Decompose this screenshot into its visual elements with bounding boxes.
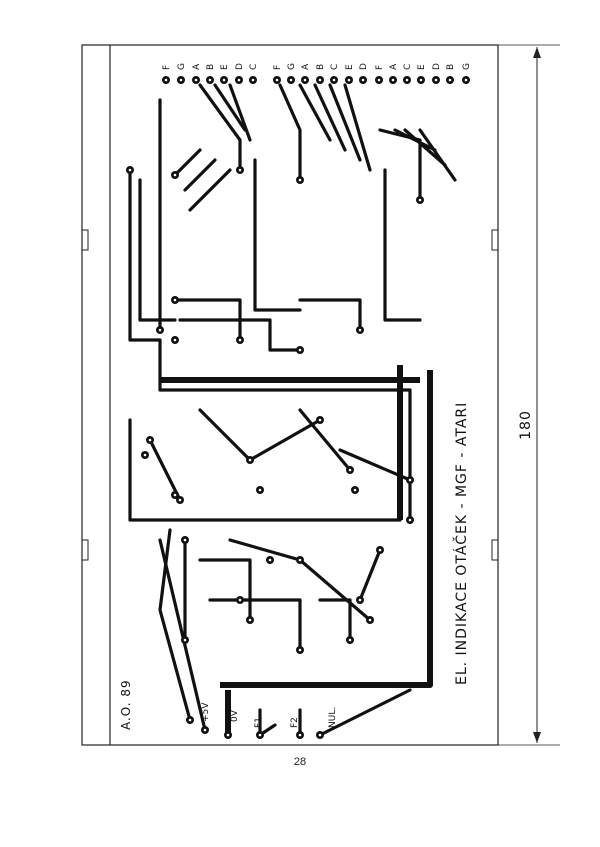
connector-label: C [403, 64, 413, 70]
board-outline [81, 44, 560, 746]
dimension-line: 180 [518, 47, 541, 743]
label-f1: F1 [254, 717, 264, 728]
pad-hole [148, 438, 152, 442]
pad-hole [348, 468, 352, 472]
pad-hole [128, 168, 132, 172]
pads [126, 166, 424, 739]
pad-hole [378, 548, 382, 552]
pad-hole [347, 78, 351, 82]
pad-hole [188, 718, 192, 722]
pad-hole [298, 348, 302, 352]
connector-label: G [177, 63, 187, 70]
pad-hole [358, 328, 362, 332]
connector-label: G [462, 63, 472, 70]
pad-hole [164, 78, 168, 82]
pad-hole [318, 418, 322, 422]
pad-hole [368, 618, 372, 622]
pad-hole [222, 78, 226, 82]
pad-hole [358, 598, 362, 602]
copper-traces [128, 83, 457, 737]
connector-label: G [287, 63, 297, 70]
pad-hole [332, 78, 336, 82]
pad-hole [173, 338, 177, 342]
connector-label: A [192, 63, 202, 70]
pad-hole [238, 338, 242, 342]
pad-hole [183, 638, 187, 642]
connector-label: F [162, 65, 172, 70]
pad-hole [275, 78, 279, 82]
pad-hole [237, 78, 241, 82]
pad-hole [238, 168, 242, 172]
pad-hole [298, 648, 302, 652]
label-f2: F2 [290, 717, 300, 728]
connector-label: F [273, 65, 283, 70]
pad-hole [298, 558, 302, 562]
pad-hole [258, 733, 262, 737]
pad-hole [361, 78, 365, 82]
pad-hole [203, 728, 207, 732]
pad-hole [405, 78, 409, 82]
pad-hole [408, 518, 412, 522]
connector-label: E [345, 64, 355, 70]
connector-label: A [301, 63, 311, 70]
pad-hole [448, 78, 452, 82]
label-nul: NUL. [328, 707, 338, 728]
pad-hole [318, 733, 322, 737]
pad-hole [226, 733, 230, 737]
connector-label: C [330, 64, 340, 70]
pad-hole [418, 198, 422, 202]
board-title: EL. INDIKACE OTÁČEK - MGF - ATARI [452, 402, 470, 685]
pad-hole [391, 78, 395, 82]
pad-hole [173, 173, 177, 177]
connector-label: D [235, 63, 245, 70]
connector-label: D [359, 63, 369, 70]
dimension-label: 180 [518, 410, 534, 440]
pad-hole [179, 78, 183, 82]
pad-hole [178, 498, 182, 502]
pad-hole [353, 488, 357, 492]
pad-hole [298, 178, 302, 182]
connector-label: B [446, 64, 456, 70]
pad-hole [303, 78, 307, 82]
connector-label: B [316, 64, 326, 70]
pad-hole [318, 78, 322, 82]
pad-hole [268, 558, 272, 562]
pad-hole [208, 78, 212, 82]
pad-hole [258, 488, 262, 492]
bottom-connector-labels: +5V 0V F1 F2 NUL. [201, 702, 338, 728]
pad-hole [434, 78, 438, 82]
pad-hole [464, 78, 468, 82]
connector-label: E [417, 64, 427, 70]
pad-hole [408, 478, 412, 482]
pad-hole [377, 78, 381, 82]
pad-hole [183, 538, 187, 542]
pad-hole [248, 618, 252, 622]
pad-hole [419, 78, 423, 82]
label-0v: 0V [230, 709, 240, 722]
pad-hole [158, 328, 162, 332]
pad-hole [251, 78, 255, 82]
pad-hole [173, 298, 177, 302]
pad-hole [248, 458, 252, 462]
connector-label: B [206, 64, 216, 70]
pad-hole [289, 78, 293, 82]
pad-hole [194, 78, 198, 82]
pad-hole [173, 493, 177, 497]
pad-hole [238, 598, 242, 602]
connector-label: C [249, 64, 259, 70]
pad-hole [298, 733, 302, 737]
connector-label: D [432, 63, 442, 70]
label-5v: +5V [201, 702, 211, 722]
pad-hole [348, 638, 352, 642]
page-number: 28 [293, 756, 307, 768]
author-mark: A.O. 89 [119, 679, 133, 730]
connector-label: A [389, 63, 399, 70]
connector-label: F [375, 65, 385, 70]
pad-hole [143, 453, 147, 457]
connector-label: E [220, 64, 230, 70]
